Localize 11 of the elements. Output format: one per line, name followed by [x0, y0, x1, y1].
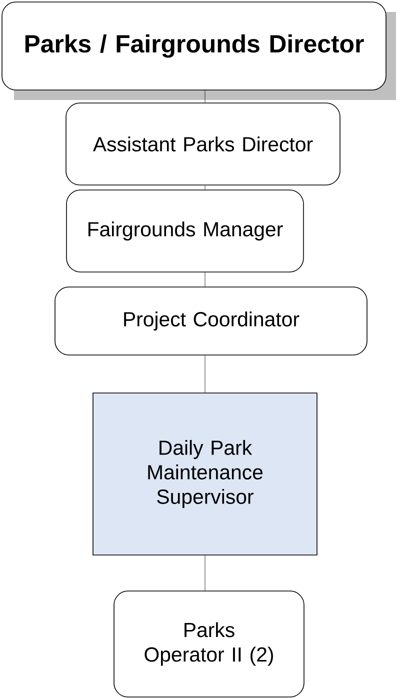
position-box: Fairgrounds Manager: [66, 190, 304, 272]
position-box: Project Coordinator: [54, 286, 368, 356]
position-box: Parks Operator II (2): [114, 590, 304, 698]
connector-line: [204, 185, 206, 190]
position-box: Assistant Parks Director: [66, 102, 340, 186]
connector-line: [204, 272, 206, 287]
connector-line: [204, 555, 206, 591]
connector-line: [204, 90, 206, 103]
connector-line: [204, 355, 206, 393]
position-box: Daily Park Maintenance Supervisor: [92, 392, 318, 556]
title-box: Parks / Fairgrounds Director: [2, 2, 386, 90]
